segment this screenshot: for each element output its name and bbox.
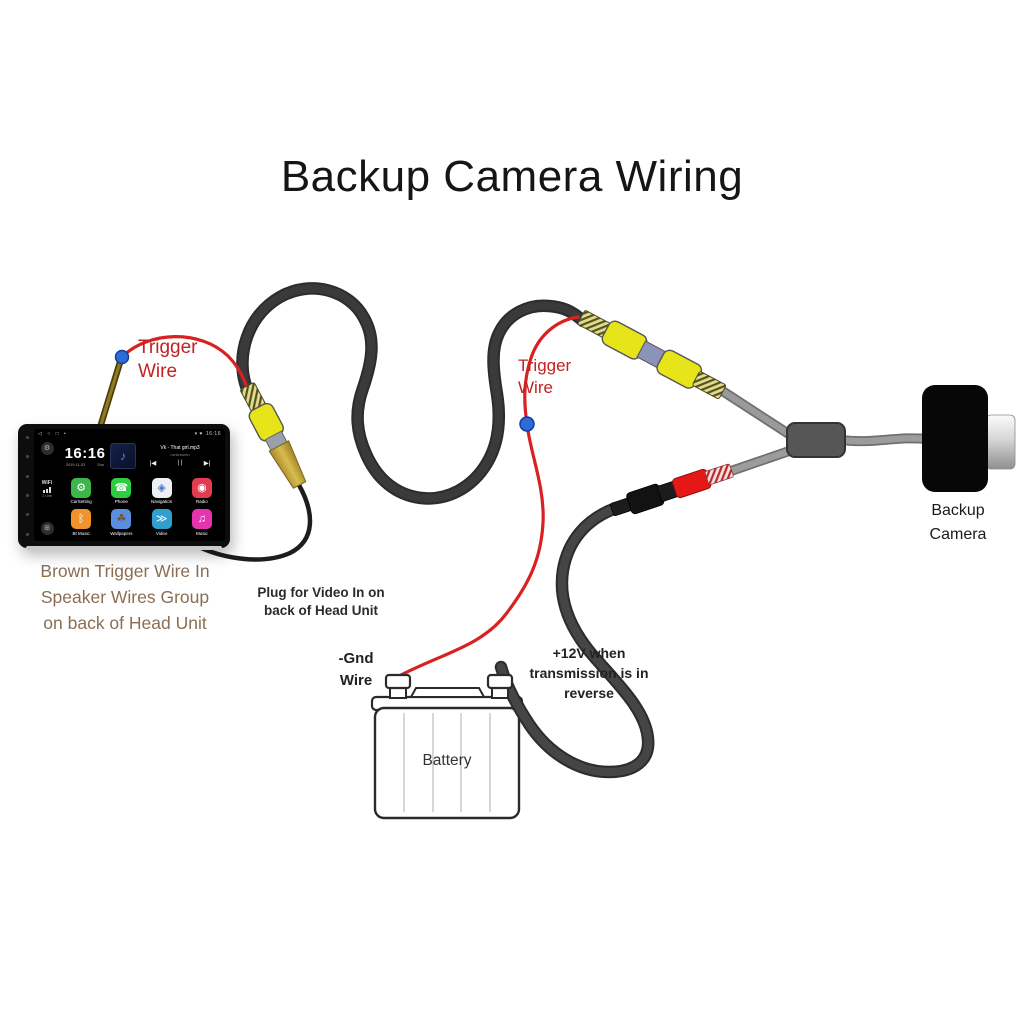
- battery-cell-lines: [403, 713, 491, 812]
- reverse-12v-note: +12V when transmission is in reverse: [529, 645, 649, 701]
- wifi-label: WiFi: [41, 479, 53, 486]
- trigger-wire-right: [397, 315, 580, 678]
- navigation-app-icon: ◈: [151, 477, 172, 498]
- previous-track-icon: |◀: [149, 460, 157, 467]
- radio-app-icon: ◉: [191, 477, 212, 498]
- battery-label: Battery: [422, 752, 472, 769]
- head-unit-side-bezel-buttons: [21, 428, 34, 544]
- trigger-wire-left: [120, 335, 248, 387]
- app-wallpapers: ☘ Wallpapers: [102, 507, 140, 539]
- status-time: 16:16: [205, 430, 221, 437]
- app-radio: ◉ Radio: [183, 475, 221, 507]
- video-in-note: Plug for Video In on back of Head Unit: [257, 585, 385, 619]
- video-app-icon: ≫: [151, 509, 172, 529]
- trigger-wire-label-right: Trigger Wire: [518, 356, 572, 397]
- app-music: ♫ Music: [183, 507, 221, 539]
- album-art-music-icon: ♪: [110, 443, 136, 469]
- wifi-sub-label: 2 Line: [42, 493, 52, 498]
- trigger-wire-label-left: Trigger Wire: [138, 337, 198, 383]
- screen-left-strip: ⚙ WiFi 2 Line ⊞: [34, 438, 60, 541]
- app-carsetting: ⚙ CarSetting: [62, 475, 100, 507]
- status-tray-icons: ▾ ♥: [194, 430, 203, 437]
- wallpapers-app-icon: ☘: [111, 509, 132, 529]
- camera-video-power-cable: [236, 282, 590, 505]
- app-video: ≫ Video: [143, 507, 181, 539]
- clock-day: Sun: [97, 463, 104, 467]
- apps-grid-icon: ⊞: [40, 522, 54, 535]
- head-unit-screen: ◁ ○ □ • ▾ ♥ 16:16 ⚙ WiFi 2 Line ⊞: [34, 429, 225, 541]
- gear-icon: ⚙: [40, 442, 54, 455]
- battery-terminals: [384, 673, 514, 699]
- pause-icon: | |: [177, 459, 183, 466]
- battery-negative-terminal: [384, 673, 412, 690]
- video-in-plug-wire: [194, 482, 313, 562]
- video-rca-connector: [240, 382, 307, 489]
- reverse-12v-cable: [494, 501, 655, 779]
- app-navigation: ◈ Navigation: [143, 475, 181, 507]
- android-nav-icons: ◁ ○ □ •: [38, 430, 68, 437]
- splice-dot-left: [114, 349, 130, 365]
- wifi-signal-bars-icon: [42, 486, 51, 493]
- music-widget: ♪ Vk - That girl.mp3 <unknown> |◀ | | ▶|: [110, 443, 225, 469]
- battery-positive-terminal: [486, 673, 514, 690]
- music-app-icon: ♫: [191, 509, 212, 529]
- song-artist: <unknown>: [169, 452, 191, 457]
- splice-dot-right: [519, 416, 535, 432]
- backup-camera: [922, 385, 1016, 492]
- power-rca-connector: [610, 463, 734, 517]
- ground-wire-note: -Gnd Wire: [338, 650, 374, 689]
- clock-date: 2019-11-03: [66, 463, 86, 467]
- brown-trigger-wire: [95, 355, 125, 435]
- wifi-indicator: WiFi 2 Line: [42, 480, 53, 498]
- car-settings-app-icon: ⚙: [71, 477, 92, 498]
- cable-y-junction: [786, 422, 846, 458]
- head-unit: ◁ ○ □ • ▾ ♥ 16:16 ⚙ WiFi 2 Line ⊞: [18, 424, 230, 550]
- backup-camera-label: Backup Camera: [929, 502, 987, 543]
- page-title: Backup Camera Wiring: [280, 152, 744, 201]
- app-grid: ⚙ CarSetting ☎ Phone ◈ Navigation: [60, 474, 225, 541]
- head-unit-chrome-edge: [26, 546, 222, 550]
- phone-app-icon: ☎: [111, 477, 132, 498]
- app-phone: ☎ Phone: [102, 475, 140, 507]
- camera-rca-coupling: [577, 310, 727, 400]
- app-bt-music: ᛒ Bt Music: [62, 507, 100, 539]
- next-track-icon: ▶|: [203, 460, 211, 467]
- bluetooth-music-app-icon: ᛒ: [71, 509, 92, 529]
- song-title: Vk - That girl.mp3: [160, 445, 200, 451]
- screen-status-bar: ◁ ○ □ • ▾ ♥ 16:16: [34, 429, 225, 438]
- clock-widget: 16:16 2019-11-03 Sun: [60, 445, 110, 467]
- brown-trigger-note: Brown Trigger Wire In Speaker Wires Grou…: [40, 561, 210, 633]
- camera-body: [922, 385, 988, 492]
- camera-lens-barrel: [985, 414, 1016, 470]
- clock-time: 16:16: [64, 445, 106, 462]
